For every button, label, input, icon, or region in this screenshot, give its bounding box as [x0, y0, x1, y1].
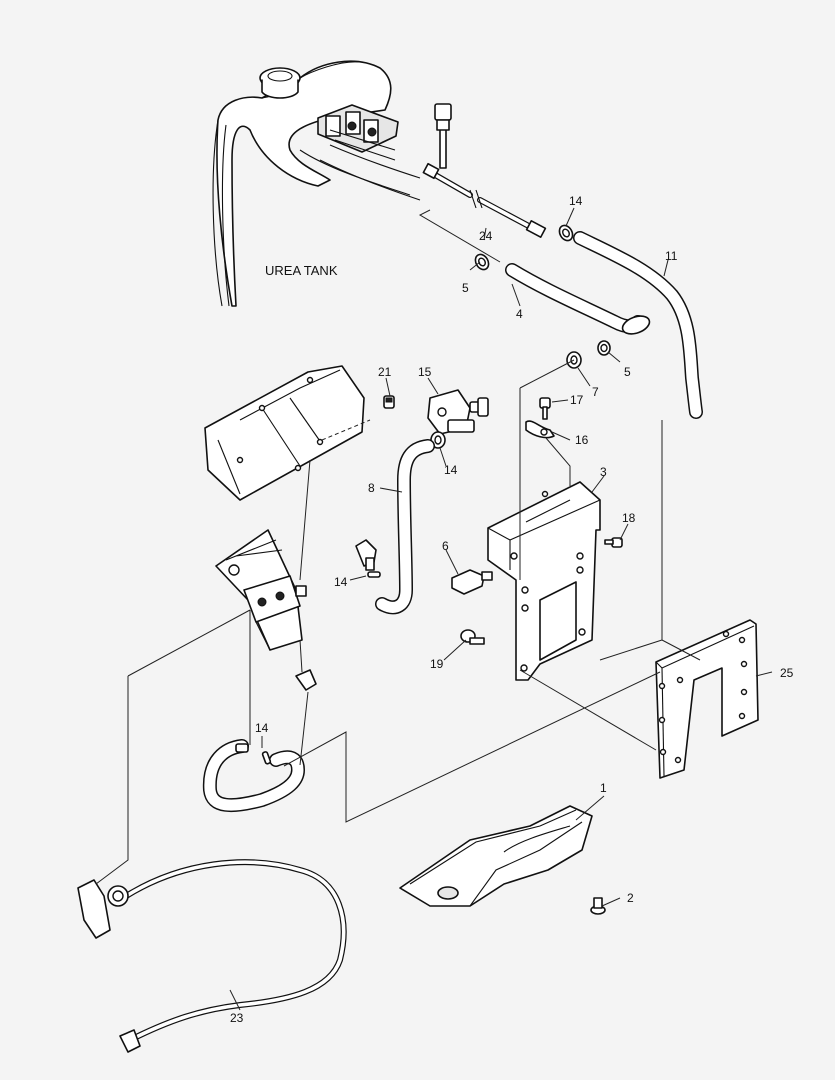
- callout-1: 1: [600, 781, 607, 795]
- hose-11: [573, 231, 703, 419]
- tube-assembly-24: [422, 103, 547, 238]
- callout-3: 3: [600, 465, 607, 479]
- callout-19: 19: [430, 657, 444, 671]
- clamp-14-small: [367, 571, 381, 578]
- hose-4: [505, 263, 651, 335]
- callout-8: 8: [368, 481, 375, 495]
- callout-6: 6: [442, 539, 449, 553]
- bolt-17: [539, 397, 551, 420]
- callout-11: 11: [665, 249, 678, 263]
- callout-16: 16: [575, 433, 589, 447]
- callout-24: 24: [479, 229, 493, 243]
- callout-leaders: [229, 207, 773, 1011]
- harness-23: [77, 859, 347, 1053]
- hose-lower: [202, 739, 305, 813]
- hose-clamp-14-top: [558, 224, 574, 242]
- callout-5-right: 5: [624, 365, 631, 379]
- bolt-19: [460, 629, 485, 645]
- bolt-18: [604, 537, 623, 548]
- clamp-16: [525, 420, 555, 439]
- shield-1: [399, 805, 593, 907]
- callout-14-mid: 14: [444, 463, 458, 477]
- callout-23: 23: [230, 1011, 244, 1025]
- urea-tank-label: UREA TANK: [265, 263, 338, 278]
- urea-tank: [212, 60, 421, 307]
- cover-plate: [204, 365, 365, 501]
- callout-25: 25: [780, 666, 794, 680]
- callout-14-left: 14: [334, 575, 348, 589]
- callout-17: 17: [570, 393, 584, 407]
- callout-15: 15: [418, 365, 432, 379]
- valve-15: [427, 389, 489, 435]
- callout-5-top: 5: [462, 281, 469, 295]
- clamp-14-lower: [261, 751, 272, 765]
- bracket-3: [487, 481, 601, 681]
- phantom-lines: [95, 209, 701, 885]
- fitting-6: [451, 569, 493, 595]
- callout-14-top: 14: [569, 194, 583, 208]
- callout-21: 21: [378, 365, 392, 379]
- fastener-21: [383, 395, 395, 409]
- callout-14-lower: 14: [255, 721, 269, 735]
- plate-25: [655, 619, 759, 779]
- elbow-connector: [355, 539, 377, 571]
- screw-2: [590, 897, 606, 915]
- callout-4: 4: [516, 307, 523, 321]
- hose-8: [375, 439, 435, 615]
- hose-clamp-5-right: [597, 340, 611, 356]
- pump-module: [215, 529, 307, 651]
- pump-connector: [295, 669, 317, 691]
- callout-7: 7: [592, 385, 599, 399]
- callout-18: 18: [622, 511, 636, 525]
- callout-2: 2: [627, 891, 634, 905]
